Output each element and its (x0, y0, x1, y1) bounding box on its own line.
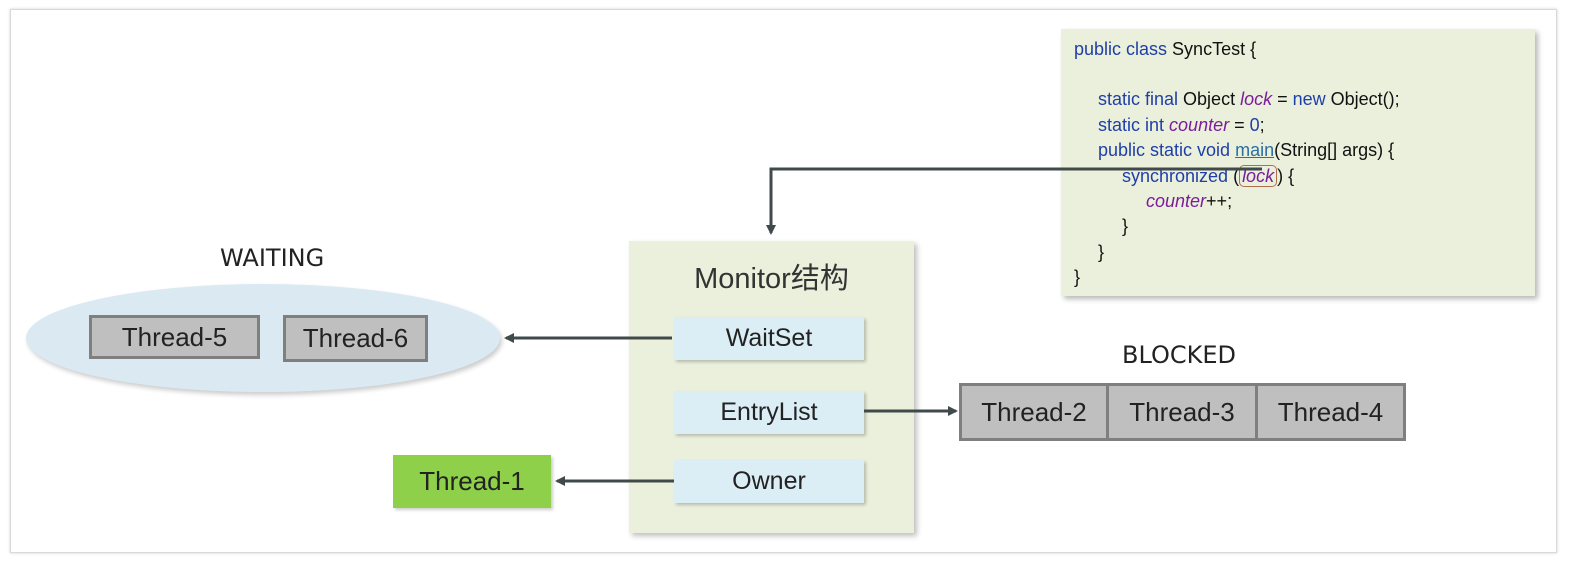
code-method: main (1235, 140, 1275, 160)
code-text: = (1272, 89, 1293, 109)
code-line-5: synchronized (lock) { (1122, 165, 1294, 187)
code-variable: counter (1169, 115, 1230, 135)
code-panel: public class SyncTest { static final Obj… (1061, 29, 1535, 296)
code-line-2: static final Object lock = new Object(); (1098, 88, 1400, 110)
code-text: SyncTest { (1167, 39, 1257, 59)
code-keyword: static final (1098, 89, 1179, 109)
code-line-3: static int counter = 0; (1098, 114, 1265, 136)
code-line-4: public static void main(String[] args) { (1098, 139, 1394, 161)
monitor-structure: Monitor结构 WaitSet EntryList Owner (629, 241, 914, 533)
code-variable: lock (1240, 89, 1273, 109)
thread-box-blocked: Thread-4 (1255, 383, 1406, 441)
entrylist-slot: EntryList (674, 391, 864, 434)
code-line-8: } (1098, 242, 1105, 262)
waitset-slot: WaitSet (674, 317, 864, 360)
code-keyword: static int (1098, 115, 1165, 135)
thread-box-blocked: Thread-3 (1106, 383, 1258, 441)
thread-box-waiting: Thread-5 (89, 315, 260, 359)
code-line-7: } (1122, 216, 1129, 236)
code-keyword: new (1292, 89, 1326, 109)
monitor-title: Monitor结构 (694, 263, 849, 295)
code-number: 0 (1249, 115, 1260, 135)
thread-box-blocked: Thread-2 (959, 383, 1109, 441)
code-line-9: } (1074, 267, 1081, 287)
code-keyword: public class (1074, 39, 1168, 59)
code-text: ) { (1277, 166, 1295, 186)
waiting-label: WAITING (220, 244, 325, 272)
code-text: ++; (1206, 191, 1233, 211)
code-line-1: public class SyncTest { (1074, 38, 1256, 60)
code-variable: counter (1146, 191, 1207, 211)
owner-thread-box: Thread-1 (393, 455, 551, 508)
code-text: ( (1228, 166, 1240, 186)
code-text: ; (1259, 115, 1265, 135)
code-text: (String[] args) { (1274, 140, 1395, 160)
blocked-label: BLOCKED (1122, 341, 1237, 369)
code-line-6: counter++; (1146, 190, 1232, 212)
code-text: = (1229, 115, 1250, 135)
owner-slot: Owner (674, 460, 864, 503)
lock-highlight: lock (1239, 165, 1278, 187)
thread-box-waiting: Thread-6 (283, 315, 428, 362)
code-keyword: public static void (1098, 140, 1231, 160)
code-text: Object(); (1325, 89, 1400, 109)
code-text: Object (1178, 89, 1241, 109)
code-keyword: synchronized (1122, 166, 1229, 186)
